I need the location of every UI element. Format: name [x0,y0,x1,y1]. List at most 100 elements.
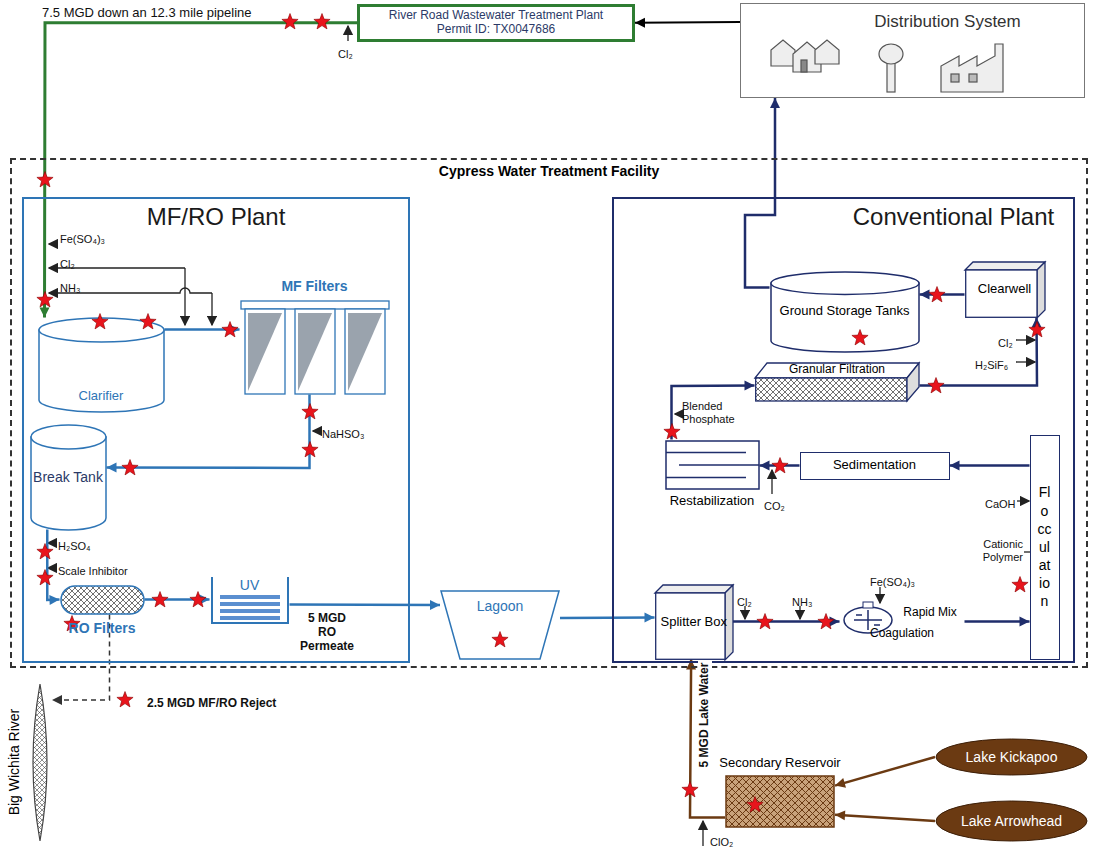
chemical-label: H₂SiF₆ [975,359,1008,372]
river: Big Wichita River [2,680,52,845]
sample-star [682,782,698,797]
sample-star [929,287,945,302]
node-text: River Road Wastewater Treatment Plant [389,9,603,23]
sample-star [928,378,944,393]
sample-star [302,404,318,419]
node-text: Rapid Mix [903,606,956,620]
rapid-mix: Rapid MixCoagulation [840,598,965,660]
flow-label: 5 MGD Lake Water [698,661,712,770]
flow-connector [745,98,780,288]
chemical-label-holder: Cl₂ [737,592,752,610]
node-text: MF Filters [281,278,347,294]
arrow-head [920,290,930,300]
flow-line [835,757,935,786]
restabilization-basin: Restabilization [665,440,760,490]
sample-star [302,442,318,457]
edge-label-holder: 5 MGD RO Permeate [296,612,358,654]
sample-star [852,330,868,345]
storage-tank: Ground Storage Tanks [770,272,920,352]
chemical-label-holder: Scale Inhibitor [58,561,128,579]
flow-line [690,660,725,818]
distribution-box: Distribution System [740,3,1085,98]
node-text: Splitter Box [661,615,727,630]
sample-star [152,592,168,607]
ro-shape [60,585,145,615]
chemical-label-holder: Blended Phosphate [682,400,746,427]
arrow-head [744,381,754,391]
flow-connector [635,18,740,28]
node-text: Ground Storage Tanks [780,304,910,319]
facility-boundary: Cypress Water Treatment FacilityMF/RO Pl… [10,158,1088,668]
sample-star [117,692,133,707]
node-text: RO Filters [69,620,136,636]
flow-connector [950,461,1030,471]
arrow-head [107,463,117,473]
chemical-label-holder: Cl₂ [338,44,353,62]
flow-line [920,318,1038,386]
chemical-label-holder: Fe(SO₄)₃ [870,572,915,590]
node-text: UV [240,577,259,593]
flow-connector [835,810,935,821]
flow-connector [290,600,441,610]
chemical-label: CaOH [985,498,1016,511]
flow-connector [47,530,59,605]
flow-connector [965,617,1030,627]
chemical-label: Cl₂ [737,596,752,609]
chemical-label: CO₂ [764,500,785,513]
sample-star [664,424,680,439]
sample-star [140,314,156,329]
arrow-head [635,18,645,28]
chemical-label-holder: CaOH [985,494,1016,512]
arrow-head [430,600,440,610]
node-text: Lagoon [477,598,524,614]
node-text: Distribution System [874,12,1020,32]
flocculation-column: Flocculation [1030,435,1060,660]
flow-connector [40,23,357,318]
sample-star [1029,322,1045,337]
chemical-label-holder: Fe(SO₄)₃ [60,229,105,247]
chemical-label-holder: Cationic Polymer [965,538,1023,565]
arrow-head [835,778,846,788]
chemical-label: H₂SO₄ [58,540,91,553]
chemical-label: NH₃ [60,282,80,295]
flow-line [745,98,775,288]
node-text: Lake Kickapoo [966,749,1058,765]
break-tank: Break Tank [30,425,107,530]
reservoir: Secondary Reservoir [725,775,835,828]
arrow-head [835,810,845,820]
flow-line [835,815,935,821]
flow-line [560,616,655,619]
node-text: Restabilization [670,494,755,509]
uv-unit: UV [210,575,290,625]
arrow-head [760,461,770,471]
filter-unit: RO Filters [60,585,145,615]
node-text: MF/RO Plant [147,203,286,231]
plant-box: River Road Wastewater Treatment PlantPer… [357,4,635,42]
arrow-head [40,307,50,317]
flow-line [47,530,59,601]
node-text: Coagulation [870,627,934,641]
node-text: Granular Filtration [789,363,885,377]
chemical-label: Cl₂ [998,337,1013,350]
node-text: Break Tank [33,469,103,485]
res-shape [725,775,835,828]
flow-line [45,23,358,318]
sample-star [492,632,508,647]
chemical-label: Cl₂ [60,258,75,271]
chemical-label: NH₃ [792,596,812,609]
node-text: Conventional Plant [853,203,1054,231]
flow-line [672,386,755,440]
sample-star [282,14,298,29]
node-text: Flocculation [1038,483,1052,610]
chemical-label-holder: Cl₂ [60,254,75,272]
sample-star [37,570,53,585]
edge-label-holder: 7.5 MGD down an 12.3 mile pipeline [40,3,254,21]
arrow-head [950,461,960,471]
clarifier-tank: Clarifier [38,318,165,412]
node-text: Lake Arrowhead [961,813,1062,829]
sample-star [818,614,834,629]
lake: Lake Arrowhead [935,800,1088,842]
chemical-label-holder: H₂SiF₆ [975,355,1008,373]
flow-line [290,603,441,606]
